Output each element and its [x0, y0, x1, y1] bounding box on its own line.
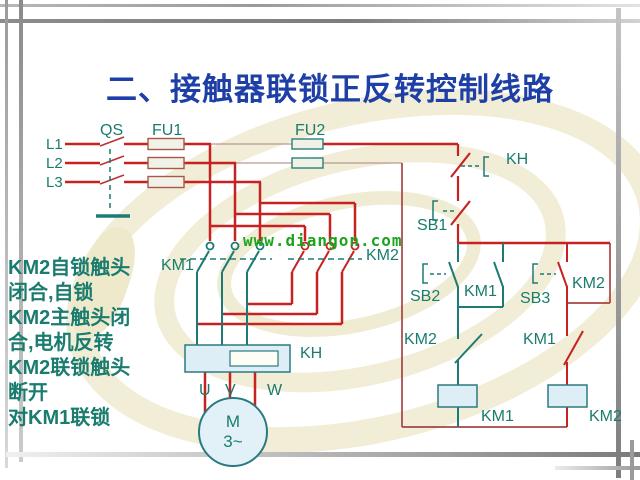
label-sb1: SB1 [417, 217, 448, 234]
watermark: www.diangon.com [243, 231, 403, 250]
thin-phase-lines [211, 143, 402, 164]
annotation-line: KM2联锁触头 [8, 357, 131, 379]
label-km2-aux: KM2 [572, 275, 605, 292]
label-km2-main: KM2 [366, 247, 399, 264]
label-kh-contact: KH [506, 151, 529, 168]
label-l3: L3 [46, 174, 63, 191]
km1-coil [437, 384, 478, 408]
label-v: V [225, 382, 236, 399]
label-km2-coil: KM2 [589, 408, 622, 425]
label-fu1: FU1 [152, 122, 183, 139]
km1-branch [422, 243, 504, 427]
annotation-line: KM2自锁触头 [8, 257, 131, 279]
label-km2-interlock: KM2 [404, 331, 437, 348]
annotation-line: KM2主触头闭 [8, 307, 131, 329]
label-km1-aux: KM1 [464, 283, 497, 300]
annotation-line: 对KM1联锁 [8, 407, 111, 429]
annotation-line: 合,电机反转 [8, 332, 114, 354]
label-motor-phase: 3~ [223, 432, 243, 451]
label-km1-interlock: KM1 [523, 331, 556, 348]
km1-main-contacts [180, 241, 272, 345]
km2-branch [557, 243, 584, 427]
kh-sb1-column [450, 144, 471, 243]
motor-circle [198, 397, 268, 467]
label-fu2: FU2 [295, 122, 326, 139]
kh-relay-box [184, 344, 291, 373]
annotation-line: 闭合,自锁 [8, 282, 94, 304]
km2-main-contacts [291, 241, 360, 273]
label-w: W [267, 382, 283, 399]
km2-coil [547, 384, 588, 408]
fu1-fuses [147, 137, 185, 189]
label-km1-main: KM1 [161, 257, 194, 274]
annotation-block: KM2自锁触头 闭合,自锁 KM2主触头闭 合,电机反转 KM2联锁触头 断开 … [8, 256, 168, 431]
label-km1-coil: KM1 [481, 408, 514, 425]
slide-title: 二、接触器联锁正反转控制线路 [106, 72, 554, 107]
label-qs: QS [100, 122, 124, 139]
power-wiring [65, 142, 610, 414]
control-rails [401, 163, 611, 428]
qs-switch [96, 149, 130, 218]
fu2-fuses [291, 138, 324, 169]
label-sb2: SB2 [410, 288, 441, 305]
label-u: U [199, 382, 211, 399]
label-l1: L1 [46, 136, 63, 153]
qs-blades [99, 136, 125, 185]
label-kh-relay: KH [300, 345, 323, 362]
label-motor-m: M [225, 412, 241, 431]
label-sb3: SB3 [520, 290, 551, 307]
kh-sb1-actuators [432, 156, 489, 221]
sb3-actuator [532, 263, 556, 284]
label-l2: L2 [46, 155, 63, 172]
annotation-line: 断开 [8, 382, 48, 404]
